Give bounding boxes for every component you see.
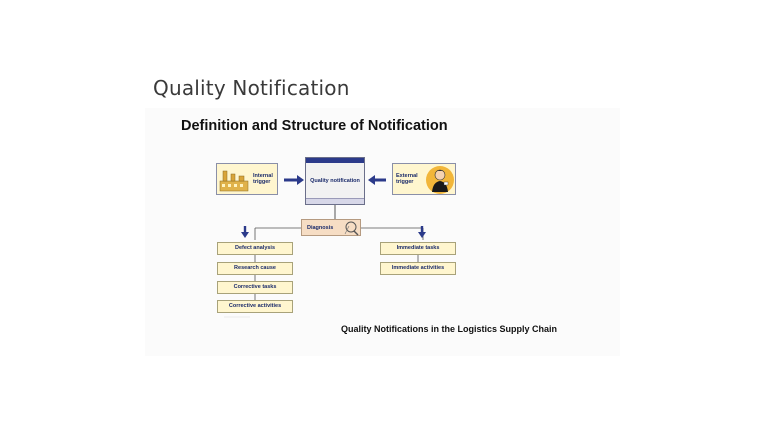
task-immediate-activities: Immediate activities	[380, 262, 456, 275]
diagram-panel	[145, 108, 620, 356]
factory-icon	[219, 170, 249, 192]
task-defect-analysis: Defect analysis	[217, 242, 293, 255]
external-trigger-label: External trigger	[396, 173, 418, 185]
diagram-title: Definition and Structure of Notification	[181, 118, 448, 134]
diagram-caption: Quality Notifications in the Logistics S…	[341, 324, 558, 334]
diagnosis-label: Diagnosis	[307, 225, 334, 231]
slide-title: Quality Notification	[153, 76, 350, 100]
task-immediate-tasks: Immediate tasks	[380, 242, 456, 255]
internal-trigger-label: Internal trigger	[253, 173, 273, 185]
person-icon	[426, 166, 454, 194]
task-corrective-activities: Corrective activities	[217, 300, 293, 313]
quality-notification-window: Quality notification	[305, 157, 365, 205]
external-trigger-box: External trigger	[392, 163, 456, 195]
window-footer	[306, 198, 364, 204]
task-corrective-tasks: Corrective tasks	[217, 281, 293, 294]
quality-notification-label: Quality notification	[310, 178, 360, 184]
diagnosis-box: Diagnosis	[301, 219, 361, 236]
internal-trigger-box: Internal trigger	[216, 163, 278, 195]
magnifier-icon	[344, 221, 359, 236]
task-research-cause: Research cause	[217, 262, 293, 275]
window-titlebar	[306, 158, 364, 163]
